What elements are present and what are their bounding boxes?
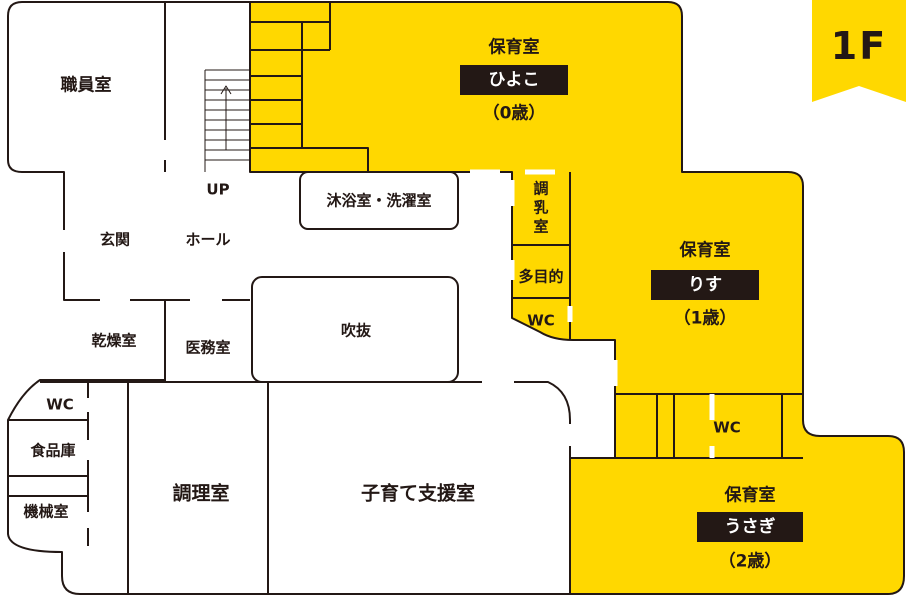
hall-label: ホール bbox=[185, 230, 231, 249]
nursery-usagi-name: うさぎ bbox=[697, 512, 803, 542]
service-column bbox=[511, 172, 571, 340]
nursery-risu-title: 保育室 bbox=[679, 240, 731, 261]
nursery-risu-name: りす bbox=[651, 270, 759, 300]
atrium-label: 吹抜 bbox=[340, 321, 372, 340]
door-gaps bbox=[61, 140, 715, 528]
kitchen-label: 調理室 bbox=[172, 482, 230, 505]
support-block bbox=[40, 381, 571, 458]
medical-room-label: 医務室 bbox=[185, 338, 231, 357]
nursery-hiyoko-name: ひよこ bbox=[460, 65, 568, 95]
left-small-rooms bbox=[8, 419, 88, 497]
wc-multipurpose-label: WC bbox=[527, 311, 555, 330]
staff-room-label: 職員室 bbox=[60, 75, 112, 96]
inner-wall bbox=[64, 2, 251, 382]
storage-grid bbox=[250, 2, 369, 172]
wc-left-label: WC bbox=[46, 395, 74, 414]
support-room-label: 子育て支援室 bbox=[360, 482, 476, 505]
nursery-usagi-title: 保育室 bbox=[724, 485, 776, 506]
nursery-hiyoko-title: 保育室 bbox=[488, 37, 540, 58]
floor-label: 1F bbox=[830, 24, 888, 68]
drying-room-label: 乾燥室 bbox=[91, 331, 137, 350]
bath-box bbox=[299, 171, 459, 230]
multipurpose-label: 多目的 bbox=[518, 267, 564, 286]
stairs bbox=[204, 69, 250, 172]
floor-badge bbox=[812, 0, 906, 102]
outer-wall bbox=[7, 1, 570, 595]
nursery-hiyoko-age: （0歳） bbox=[482, 103, 546, 124]
atrium-box bbox=[251, 276, 459, 383]
bath-laundry-label: 沐浴室・洗濯室 bbox=[326, 191, 432, 210]
nursery-risu-age: （1歳） bbox=[673, 308, 737, 329]
machine-room-label: 機械室 bbox=[23, 502, 69, 521]
wc-risu-label: WC bbox=[713, 418, 741, 437]
entrance-label: 玄関 bbox=[99, 230, 131, 249]
wc-block bbox=[614, 393, 803, 459]
milk-room-label: 調乳室 bbox=[533, 179, 549, 236]
food-storage-label: 食品庫 bbox=[30, 441, 76, 460]
stairs-up-label: UP bbox=[206, 180, 230, 199]
nursery-usagi-age: （2歳） bbox=[718, 551, 782, 572]
